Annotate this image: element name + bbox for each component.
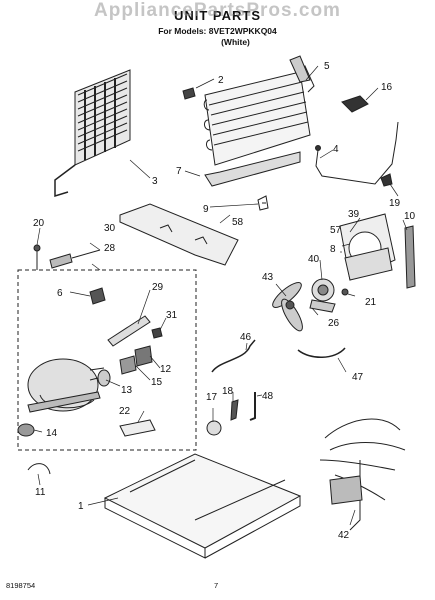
part-17-roller <box>206 420 222 436</box>
callout-46: 46 <box>240 332 252 343</box>
callout-18: 18 <box>222 386 234 397</box>
callout-47: 47 <box>352 372 364 383</box>
start-device <box>107 315 151 347</box>
evaporator-assembly <box>203 55 315 187</box>
callout-1: 1 <box>78 501 84 512</box>
callout-13: 13 <box>121 385 133 396</box>
fan-shroud <box>339 213 396 281</box>
callout-11: 11 <box>35 487 46 498</box>
callout-28: 28 <box>104 243 116 254</box>
callout-8: 8 <box>330 244 336 255</box>
part-30-harness <box>49 253 73 269</box>
callout-42: 42 <box>338 530 350 541</box>
part-22-bracket <box>119 419 156 437</box>
callout-22: 22 <box>119 406 131 417</box>
part-10-strip <box>404 225 416 289</box>
callout-16: 16 <box>381 82 393 93</box>
thermistor-wire <box>315 121 399 185</box>
callout-9: 9 <box>203 204 209 215</box>
callout-labels: 1 2 3 4 5 6 7 8 9 10 11 12 13 14 15 16 1… <box>33 61 416 541</box>
fan-blade <box>272 282 303 332</box>
callout-19: 19 <box>389 198 401 209</box>
part-9-bracket <box>257 195 269 211</box>
callout-20: 20 <box>33 218 45 229</box>
part-12-overload <box>134 345 153 367</box>
part-11-wire <box>27 463 51 475</box>
callout-2: 2 <box>218 75 224 86</box>
part-48-rod <box>249 392 256 421</box>
callout-4: 4 <box>333 144 339 155</box>
callout-40: 40 <box>308 254 320 265</box>
fan-mount-shroud <box>119 203 239 266</box>
compressor-mount <box>17 423 35 437</box>
part-13-grommet <box>97 369 111 387</box>
callout-31: 31 <box>166 310 178 321</box>
callout-58: 58 <box>232 217 244 228</box>
callout-30: 30 <box>104 223 116 234</box>
watermark: AppliancePartsPros.com <box>94 0 341 21</box>
part-2-label <box>182 87 196 100</box>
callout-39: 39 <box>348 209 360 220</box>
callout-17: 17 <box>206 392 218 403</box>
callout-3: 3 <box>152 176 158 187</box>
compressor-kit-boundary <box>17 269 197 451</box>
callout-43: 43 <box>262 272 274 283</box>
machine-base-pan <box>103 453 302 559</box>
compressor <box>27 358 107 413</box>
callout-26: 26 <box>328 318 340 329</box>
models-line: For Models: 8VET2WPKKQ04 <box>158 26 277 36</box>
part-19-clip <box>380 173 393 187</box>
callout-14: 14 <box>46 428 58 439</box>
callout-6: 6 <box>57 288 63 299</box>
callout-7: 7 <box>176 166 182 177</box>
callout-10: 10 <box>404 211 416 222</box>
callout-21: 21 <box>365 297 377 308</box>
wire-harness <box>319 418 406 531</box>
callout-57: 57 <box>330 225 342 236</box>
fan-motor <box>309 278 336 313</box>
callout-5: 5 <box>324 61 330 72</box>
part-15-relay <box>119 355 137 375</box>
part-6-relay <box>89 287 106 305</box>
part-16-component <box>341 95 369 113</box>
page-number: 7 <box>214 581 219 590</box>
part-31-terminal <box>151 327 163 339</box>
part-47-tube <box>297 347 346 358</box>
color-line: (White) <box>221 37 250 47</box>
callout-29: 29 <box>152 282 164 293</box>
drain-tube <box>211 339 256 373</box>
document-number: 8198754 <box>6 581 36 590</box>
diagram-title: UNIT PARTS <box>173 8 262 23</box>
callout-15: 15 <box>151 377 163 388</box>
condenser-coil <box>54 69 131 198</box>
callout-48: 48 <box>262 391 274 402</box>
callout-12: 12 <box>160 364 172 375</box>
